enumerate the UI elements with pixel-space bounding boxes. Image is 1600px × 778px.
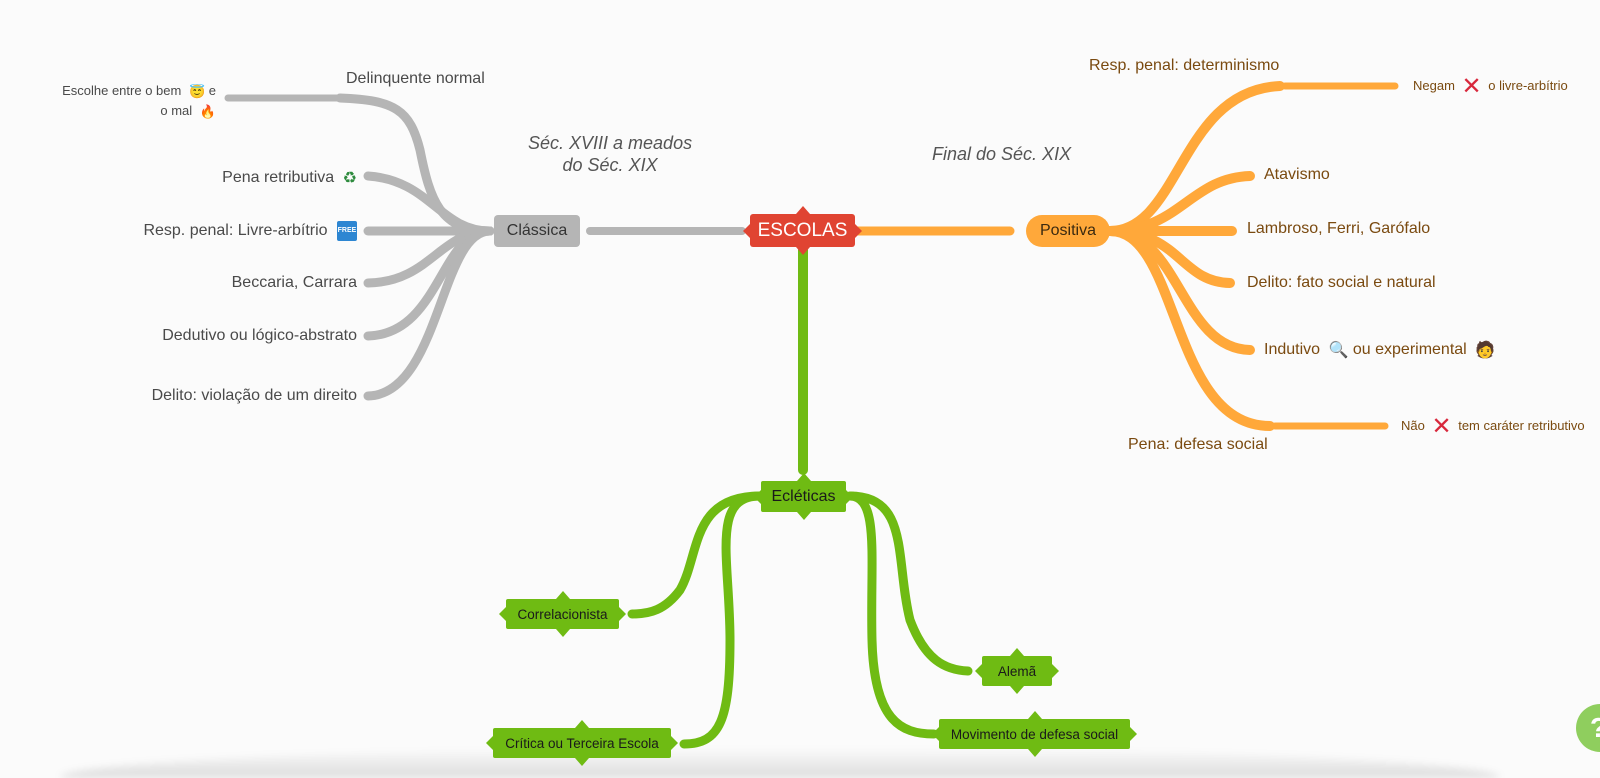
node-atavismo[interactable]: Atavismo — [1264, 166, 1330, 183]
connector-ecleticas-critica — [679, 491, 765, 749]
node-alema[interactable]: Alemã — [975, 648, 1059, 694]
positiva-period-note: Final do Séc. XIX — [932, 144, 1072, 164]
node-positiva-label: Positiva — [1039, 222, 1097, 239]
node-pena-defesa-social[interactable]: Pena: defesa social — [1128, 436, 1268, 453]
node-handle — [1010, 686, 1024, 694]
node-handle — [575, 720, 589, 728]
root-node-label: ESCOLAS — [757, 219, 848, 241]
node-text: tem caráter retributivo — [1458, 418, 1585, 433]
node-beccaria-carrara[interactable]: Beccaria, Carrara — [231, 274, 357, 291]
cross-mark-icon: ✕ — [1431, 412, 1452, 440]
cross-mark-icon: ✕ — [1461, 72, 1482, 100]
node-resp-penal-livre-arbitrio[interactable]: Resp. penal: Livre-arbítrio FREE — [143, 221, 357, 241]
note-line-1: Séc. XVIII a meados — [528, 133, 693, 153]
node-handle — [743, 223, 750, 238]
node-text: ou experimental — [1352, 341, 1467, 359]
connector-positiva-pena — [1105, 226, 1275, 431]
node-handle — [846, 489, 853, 504]
node-lambroso-ferri-garofalo[interactable]: Lambroso, Ferri, Garófalo — [1247, 220, 1431, 237]
connector-classica-delinquente — [335, 93, 495, 236]
node-ecleticas-label: Ecléticas — [771, 487, 836, 505]
node-delinquente-normal[interactable]: Delinquente normal — [346, 70, 485, 87]
node-ecleticas[interactable]: Ecléticas — [754, 473, 853, 520]
node-handle — [499, 607, 506, 621]
root-node-escolas[interactable]: ESCOLAS — [743, 206, 862, 255]
node-critica-terceira-escola[interactable]: Crítica ou Terceira Escola — [486, 720, 678, 766]
node-text: Não — [1401, 418, 1425, 433]
node-handle — [1010, 648, 1024, 656]
note-line-2: do Séc. XIX — [562, 155, 658, 175]
node-text: Negam — [1413, 78, 1455, 93]
node-text: Alemã — [997, 663, 1037, 679]
node-handle — [671, 736, 678, 750]
node-correlacionista[interactable]: Correlacionista — [499, 591, 626, 637]
node-handle — [975, 664, 982, 678]
node-delito-violacao[interactable]: Delito: violação de um direito — [151, 387, 357, 404]
connector-classica-delito — [363, 226, 495, 401]
node-classica[interactable]: Clássica — [494, 215, 580, 247]
node-handle — [575, 758, 589, 766]
node-classica-label: Clássica — [506, 222, 568, 239]
node-handle — [795, 206, 810, 214]
node-negam-livre-arbitrio[interactable]: Negam ✕ o livre-arbítrio — [1413, 74, 1568, 98]
connector-positiva-determinismo — [1105, 81, 1285, 236]
node-text: Correlacionista — [517, 606, 608, 622]
node-handle — [619, 607, 626, 621]
node-handle — [795, 247, 810, 255]
scientist-emoji-icon: 🧑 — [1475, 342, 1496, 359]
node-handle — [796, 473, 811, 481]
node-text: Pena retributiva — [222, 169, 335, 187]
node-handle — [1027, 711, 1042, 719]
node-movimento-defesa-social[interactable]: Movimento de defesa social — [932, 711, 1137, 757]
connector-ecleticas-alema — [845, 491, 973, 676]
node-text: e — [208, 83, 216, 98]
angel-emoji-icon: 😇 — [188, 84, 206, 100]
node-text: Movimento de defesa social — [950, 726, 1119, 742]
node-handle — [796, 512, 811, 520]
node-escolhe-bem-mal[interactable]: Escolhe entre o bem 😇 e o mal 🔥 — [40, 81, 216, 121]
free-badge-icon: FREE — [337, 221, 357, 241]
node-handle — [1027, 749, 1042, 757]
node-handle — [486, 736, 493, 750]
node-text: Escolhe entre o bem — [62, 83, 182, 98]
node-pena-retributiva[interactable]: Pena retributiva ♻ — [222, 168, 357, 188]
classica-period-note: Séc. XVIII a meados do Séc. XIX — [528, 132, 692, 176]
node-indutivo-experimental[interactable]: Indutivo 🔍 ou experimental 🧑 — [1264, 340, 1495, 360]
node-handle — [932, 727, 939, 741]
node-text: Indutivo — [1264, 341, 1321, 359]
node-delito-fato-social[interactable]: Delito: fato social e natural — [1247, 274, 1436, 291]
node-text: Resp. penal: Livre-arbítrio — [143, 222, 328, 240]
node-nao-carater-retributivo[interactable]: Não ✕ tem caráter retributivo — [1401, 414, 1585, 438]
magnifier-emoji-icon: 🔍 — [1328, 342, 1349, 359]
fire-emoji-icon: 🔥 — [199, 104, 216, 120]
node-text: Crítica ou Terceira Escola — [505, 735, 659, 751]
node-handle — [855, 223, 862, 238]
node-positiva[interactable]: Positiva — [1026, 215, 1110, 247]
node-dedutivo[interactable]: Dedutivo ou lógico-abstrato — [162, 327, 357, 344]
node-handle — [1130, 727, 1137, 741]
node-text: o mal — [160, 103, 193, 119]
node-handle — [754, 489, 761, 504]
node-handle — [555, 591, 570, 599]
recycle-emoji-icon: ♻ — [342, 170, 357, 187]
node-text: o livre-arbítrio — [1488, 78, 1568, 93]
node-handle — [555, 629, 570, 637]
connector-ecleticas-movimento — [845, 491, 939, 739]
node-handle — [1052, 664, 1059, 678]
node-resp-penal-determinismo[interactable]: Resp. penal: determinismo — [1089, 57, 1280, 74]
connector-ecleticas-correlacionista — [627, 491, 765, 619]
